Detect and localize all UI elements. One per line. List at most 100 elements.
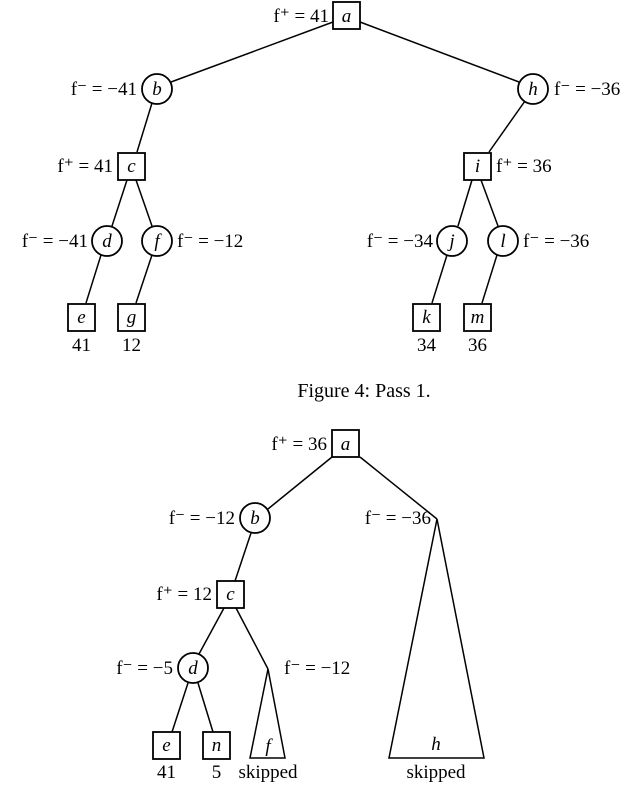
node-letter: e (77, 307, 85, 328)
max-node-box (117, 152, 146, 181)
node-letter: h (528, 79, 538, 100)
node-letter: n (212, 735, 222, 756)
figure-caption: Figure 4: Pass 1. (297, 380, 430, 402)
f4-node-f: f f⁻ = −12 (141, 225, 243, 257)
node-value-label: f⁺ = 41 (273, 6, 329, 27)
edge-j-k (431, 254, 448, 304)
node-letter: c (127, 156, 136, 177)
node-value-label: f⁺ = 36 (271, 434, 327, 455)
edge-l-m (481, 254, 498, 304)
node-letter: l (500, 231, 505, 252)
node-value-label: f⁻ = −41 (22, 231, 88, 252)
f4-node-j: j f⁻ = −34 (367, 225, 468, 257)
leaf-node-box (117, 303, 146, 332)
node-letter: j (446, 231, 454, 252)
max-node-box (331, 429, 360, 458)
edge-b-c (136, 102, 153, 153)
f4-node-b: b f⁻ = −41 (71, 73, 173, 105)
node-value-label: f⁻ = −36 (554, 79, 620, 100)
node-letter: h (431, 734, 441, 755)
node-value-label: f⁻ = −36 (365, 508, 431, 529)
node-letter: a (342, 6, 352, 27)
figure-5: a f⁺ = 36 b f⁻ = −12 f⁻ = −36 h skipped … (116, 429, 485, 783)
edge-a-b (267, 456, 333, 510)
node-letter: g (127, 307, 137, 328)
f5-node-a: a f⁺ = 36 (271, 429, 360, 458)
edge-a-h (359, 21, 520, 83)
edge-b-c (234, 532, 252, 582)
edge-d-e (171, 682, 189, 733)
max-node-box (463, 152, 492, 181)
edge-c-d (198, 607, 225, 655)
edge-h-i (488, 100, 526, 153)
skipped-label: skipped (238, 762, 298, 783)
edge-a-h (359, 456, 438, 520)
node-value-label: f⁺ = 41 (57, 156, 113, 177)
edge-d-n (197, 682, 214, 733)
leaf-node-box (463, 303, 492, 332)
f4-node-a: a f⁺ = 41 (273, 1, 361, 30)
skipped-subtree-triangle (249, 668, 286, 759)
f5-node-b: b f⁻ = −12 (169, 502, 271, 534)
node-letter: f (154, 231, 162, 252)
min-node-circle (517, 73, 549, 105)
edge-c-f (135, 179, 153, 227)
node-letter: c (226, 584, 235, 605)
node-letter: b (250, 508, 260, 529)
leaf-value: 5 (212, 762, 222, 783)
node-value-label: f⁻ = −36 (523, 231, 589, 252)
f5-subtree-h: f⁻ = −36 h skipped (365, 508, 485, 783)
f4-leaf-k: k 34 (412, 303, 441, 356)
node-letter: a (341, 434, 351, 455)
f5-subtree-f: f⁻ = −12 f skipped (238, 658, 350, 783)
edge-c-f (235, 607, 269, 670)
node-value-label: f⁻ = −5 (116, 658, 173, 679)
skipped-label: skipped (406, 762, 466, 783)
skipped-subtree-triangle (388, 518, 485, 759)
f5-node-c: c f⁺ = 12 (156, 580, 245, 609)
node-value-label: f⁻ = −12 (284, 658, 350, 679)
leaf-value: 36 (468, 335, 487, 356)
leaf-node-box (152, 731, 181, 760)
node-value-label: f⁻ = −12 (169, 508, 235, 529)
min-node-circle (91, 225, 123, 257)
leaf-node-box (67, 303, 96, 332)
leaf-node-box (202, 731, 231, 760)
edge-i-l (480, 179, 499, 227)
edge-i-j (457, 179, 473, 227)
node-letter: k (422, 307, 431, 328)
leaf-value: 41 (157, 762, 176, 783)
node-letter: f (265, 736, 273, 757)
node-value-label: f⁻ = −41 (71, 79, 137, 100)
node-value-label: f⁺ = 36 (496, 156, 552, 177)
node-letter: e (162, 735, 170, 756)
min-node-circle (487, 225, 519, 257)
node-value-label: f⁺ = 12 (156, 584, 212, 605)
figure-4: a f⁺ = 41 b f⁻ = −41 h f⁻ = −36 c f⁺ = 4… (22, 1, 620, 402)
node-value-label: f⁻ = −12 (177, 231, 243, 252)
f5-node-d: d f⁻ = −5 (116, 652, 209, 684)
f4-leaf-e: e 41 (67, 303, 96, 356)
leaf-value: 41 (72, 335, 91, 356)
node-letter: b (152, 79, 162, 100)
max-node-box (216, 580, 245, 609)
edge-d-e (85, 254, 102, 304)
edge-a-b (170, 21, 334, 83)
node-value-label: f⁻ = −34 (367, 231, 434, 252)
min-node-circle (141, 225, 173, 257)
node-letter: i (475, 156, 480, 177)
edge-c-d (111, 179, 128, 227)
f4-node-d: d f⁻ = −41 (22, 225, 123, 257)
f4-node-c: c f⁺ = 41 (57, 152, 146, 181)
leaf-value: 34 (417, 335, 437, 356)
f4-node-h: h f⁻ = −36 (517, 73, 620, 105)
leaf-node-box (412, 303, 441, 332)
max-node-box (332, 1, 361, 30)
min-node-circle (141, 73, 173, 105)
f4-leaf-g: g 12 (117, 303, 146, 356)
leaf-value: 12 (122, 335, 141, 356)
node-letter: m (471, 307, 485, 328)
min-node-circle (177, 652, 209, 684)
f4-node-i: i f⁺ = 36 (463, 152, 552, 181)
